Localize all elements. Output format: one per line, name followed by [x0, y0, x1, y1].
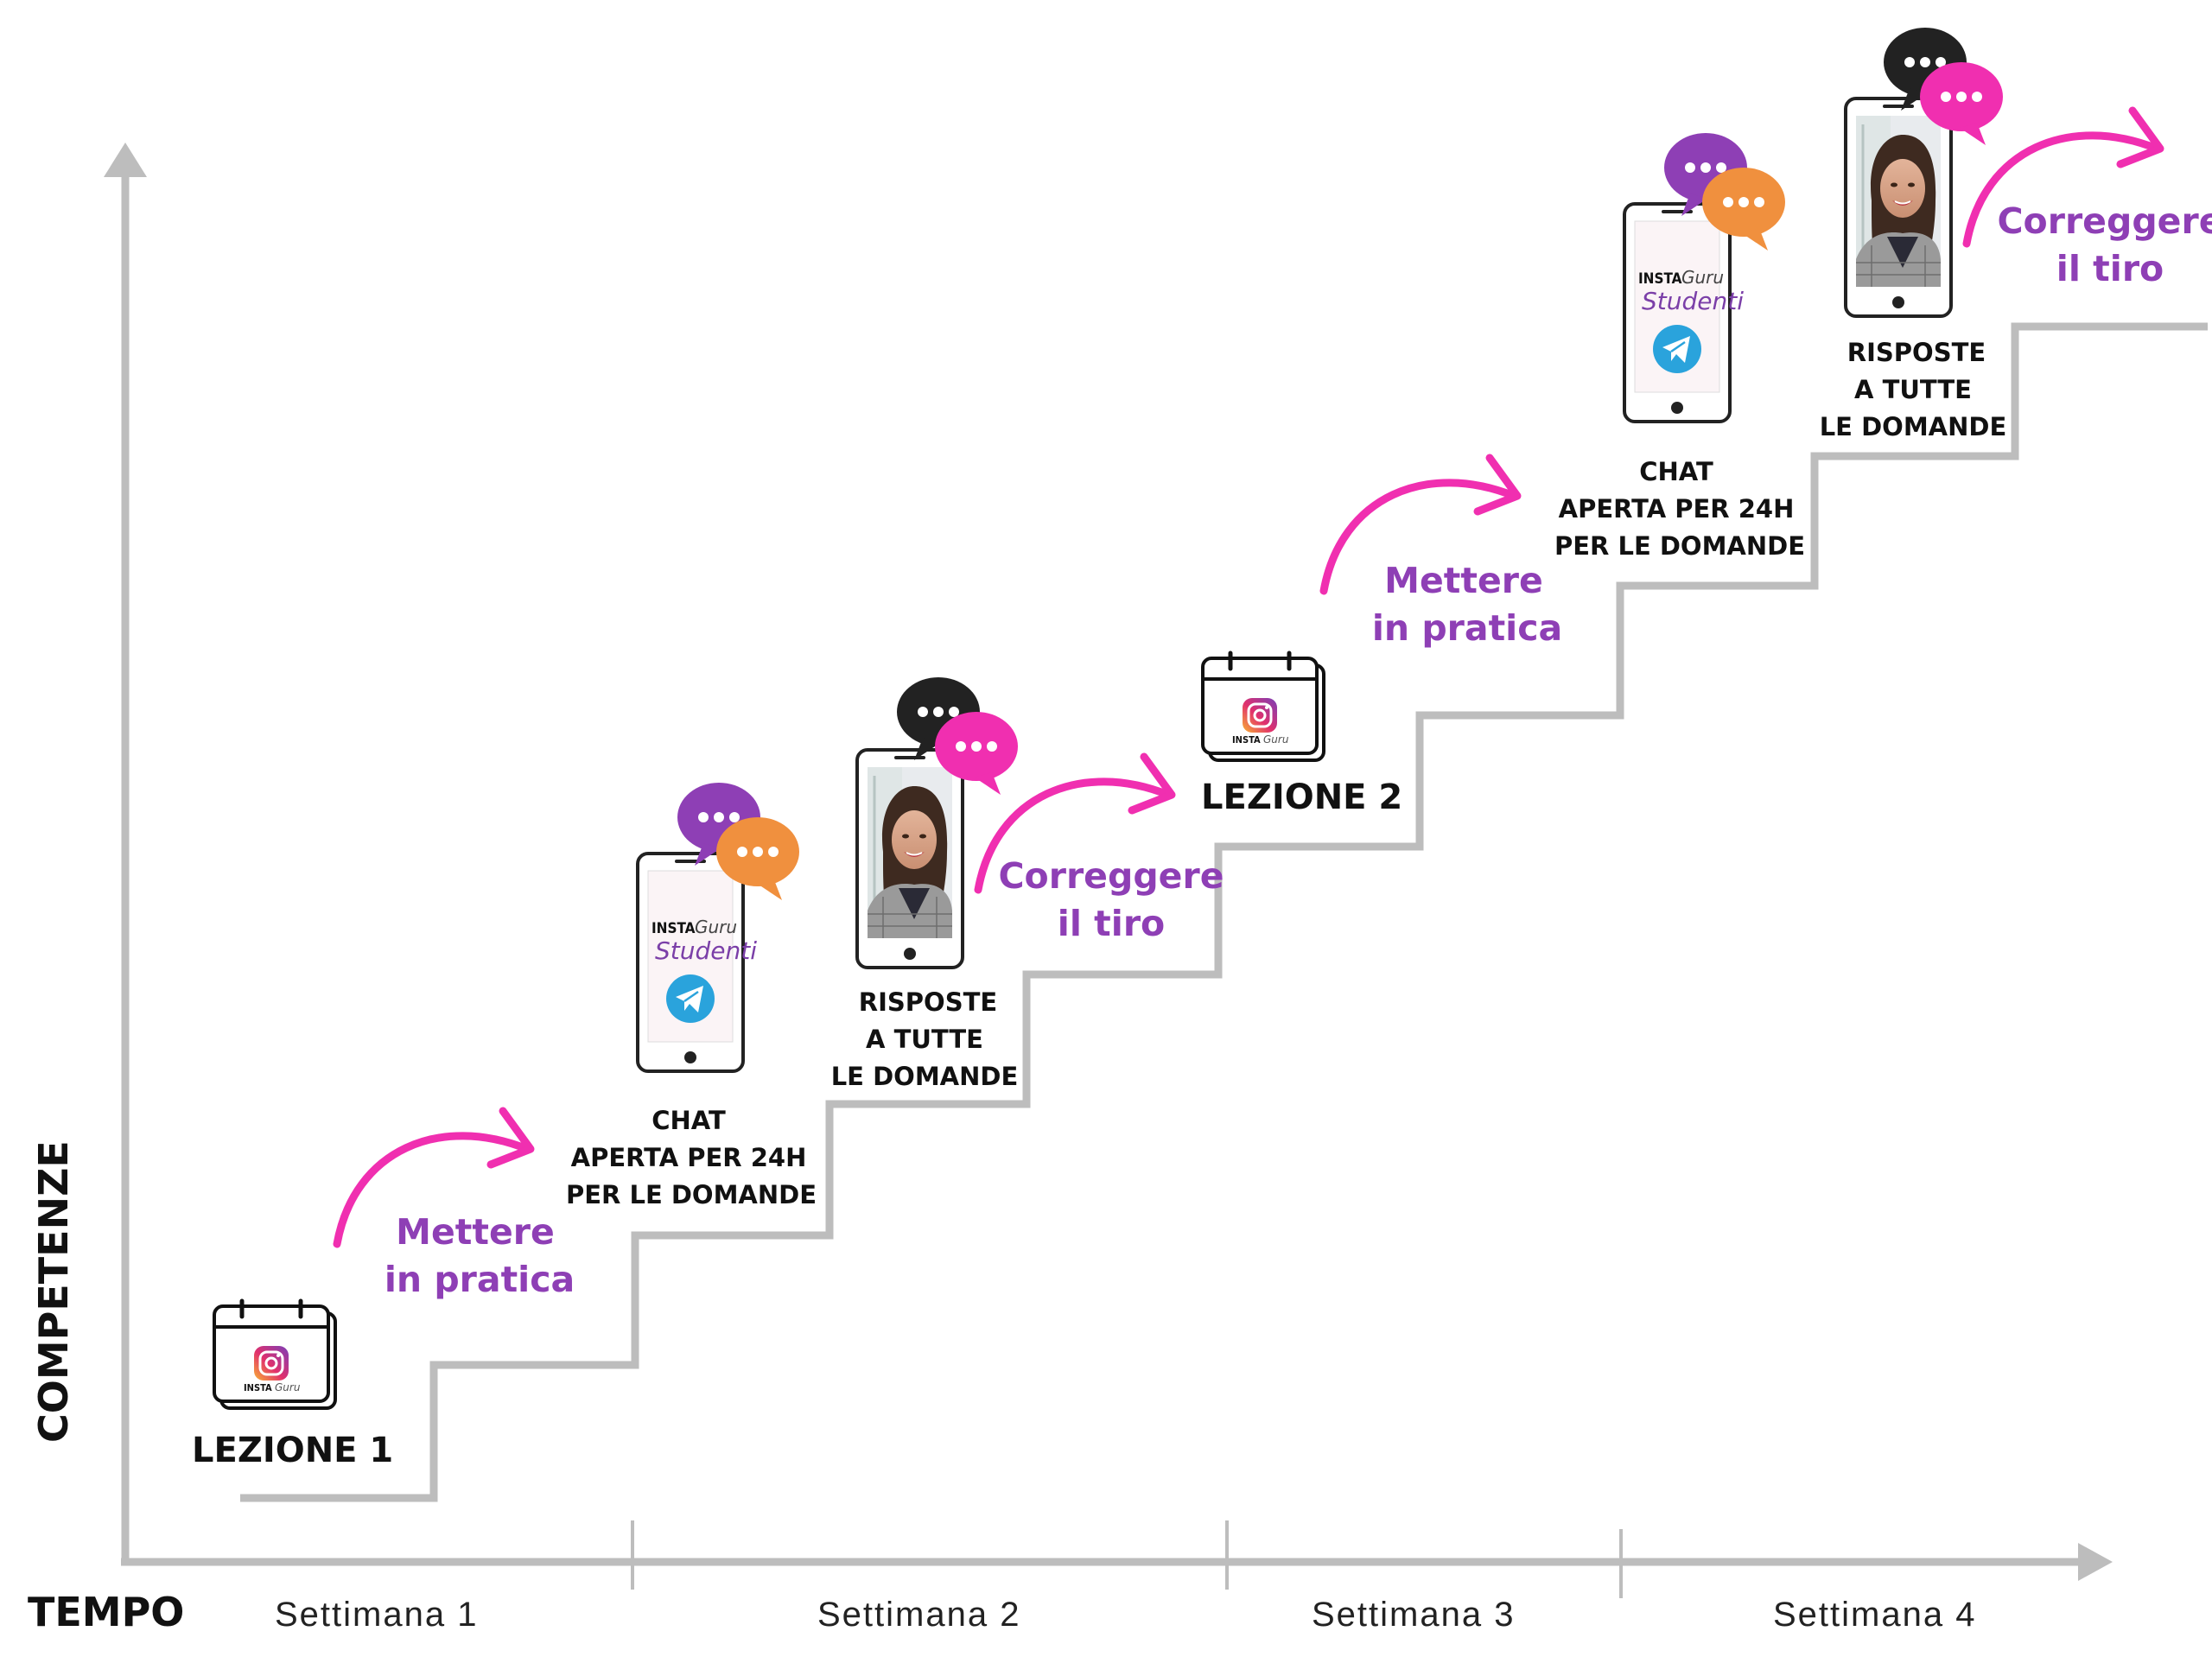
- lesson-1-label: LEZIONE 1: [192, 1431, 393, 1470]
- week-label-1: Settimana 1: [275, 1596, 478, 1634]
- x-axis-label: TEMPO: [28, 1589, 184, 1635]
- chat-1-step: CHAT APERTA PER 24H PER LE DOMANDE: [566, 783, 817, 1209]
- week-label-2: Settimana 2: [817, 1596, 1020, 1634]
- staircase: [240, 322, 2208, 1502]
- correct-2-line-2: il tiro: [2056, 248, 2164, 289]
- practice-2-line-2: in pratica: [1372, 607, 1562, 649]
- week-label-4: Settimana 4: [1773, 1596, 1976, 1634]
- lesson-1-step: LEZIONE 1: [192, 1301, 393, 1470]
- calendar-icon: [1203, 653, 1324, 760]
- chat-2-line-3: PER LE DOMANDE: [1554, 531, 1805, 561]
- practice-1-step: Mettere in pratica: [337, 1111, 575, 1300]
- answers-1-step: RISPOSTE A TUTTE LE DOMANDE: [831, 677, 1019, 1091]
- y-axis-arrowhead: [104, 143, 147, 177]
- correct-1-line-2: il tiro: [1058, 903, 1165, 944]
- phone-icon: [1623, 202, 1746, 423]
- x-axis-arrowhead: [2078, 1543, 2113, 1581]
- answers-2-step: RISPOSTE A TUTTE LE DOMANDE: [1820, 28, 2007, 441]
- chat-2-step: CHAT APERTA PER 24H PER LE DOMANDE: [1554, 133, 1805, 561]
- answers-2-line-1: RISPOSTE: [1847, 338, 1986, 367]
- practice-1-line-2: in pratica: [385, 1259, 575, 1300]
- lesson-2-step: LEZIONE 2: [1201, 653, 1402, 817]
- correct-2-step: Correggere il tiro: [1967, 111, 2212, 289]
- answers-2-line-3: LE DOMANDE: [1820, 412, 2007, 441]
- calendar-icon: [214, 1301, 335, 1408]
- phone-icon: [636, 852, 760, 1073]
- practice-1-line-1: Mettere: [396, 1211, 555, 1253]
- correct-1-step: Correggere il tiro: [978, 757, 1224, 944]
- practice-2-step: Mettere in pratica: [1324, 458, 1562, 649]
- chat-2-line-2: APERTA PER 24H: [1559, 494, 1795, 524]
- correct-2-line-1: Correggere: [1997, 200, 2212, 242]
- phone-icon: [1844, 97, 1953, 318]
- axes: [104, 143, 2113, 1598]
- answers-1-line-1: RISPOSTE: [859, 987, 997, 1017]
- week-label-3: Settimana 3: [1312, 1596, 1515, 1634]
- answers-1-line-2: A TUTTE: [866, 1025, 983, 1054]
- phone-icon: [855, 748, 964, 969]
- y-axis-label: COMPETENZE: [30, 1140, 77, 1443]
- answers-1-line-3: LE DOMANDE: [831, 1062, 1019, 1091]
- chat-1-line-3: PER LE DOMANDE: [566, 1180, 817, 1209]
- correct-1-line-1: Correggere: [998, 855, 1224, 897]
- chat-2-line-1: CHAT: [1639, 457, 1713, 486]
- practice-2-line-1: Mettere: [1384, 560, 1543, 601]
- chat-1-line-1: CHAT: [652, 1106, 726, 1135]
- week-labels: Settimana 1 Settimana 2 Settimana 3 Sett…: [275, 1596, 1976, 1634]
- answers-2-line-2: A TUTTE: [1854, 375, 1972, 404]
- lesson-2-label: LEZIONE 2: [1201, 778, 1402, 817]
- chat-1-line-2: APERTA PER 24H: [571, 1143, 807, 1172]
